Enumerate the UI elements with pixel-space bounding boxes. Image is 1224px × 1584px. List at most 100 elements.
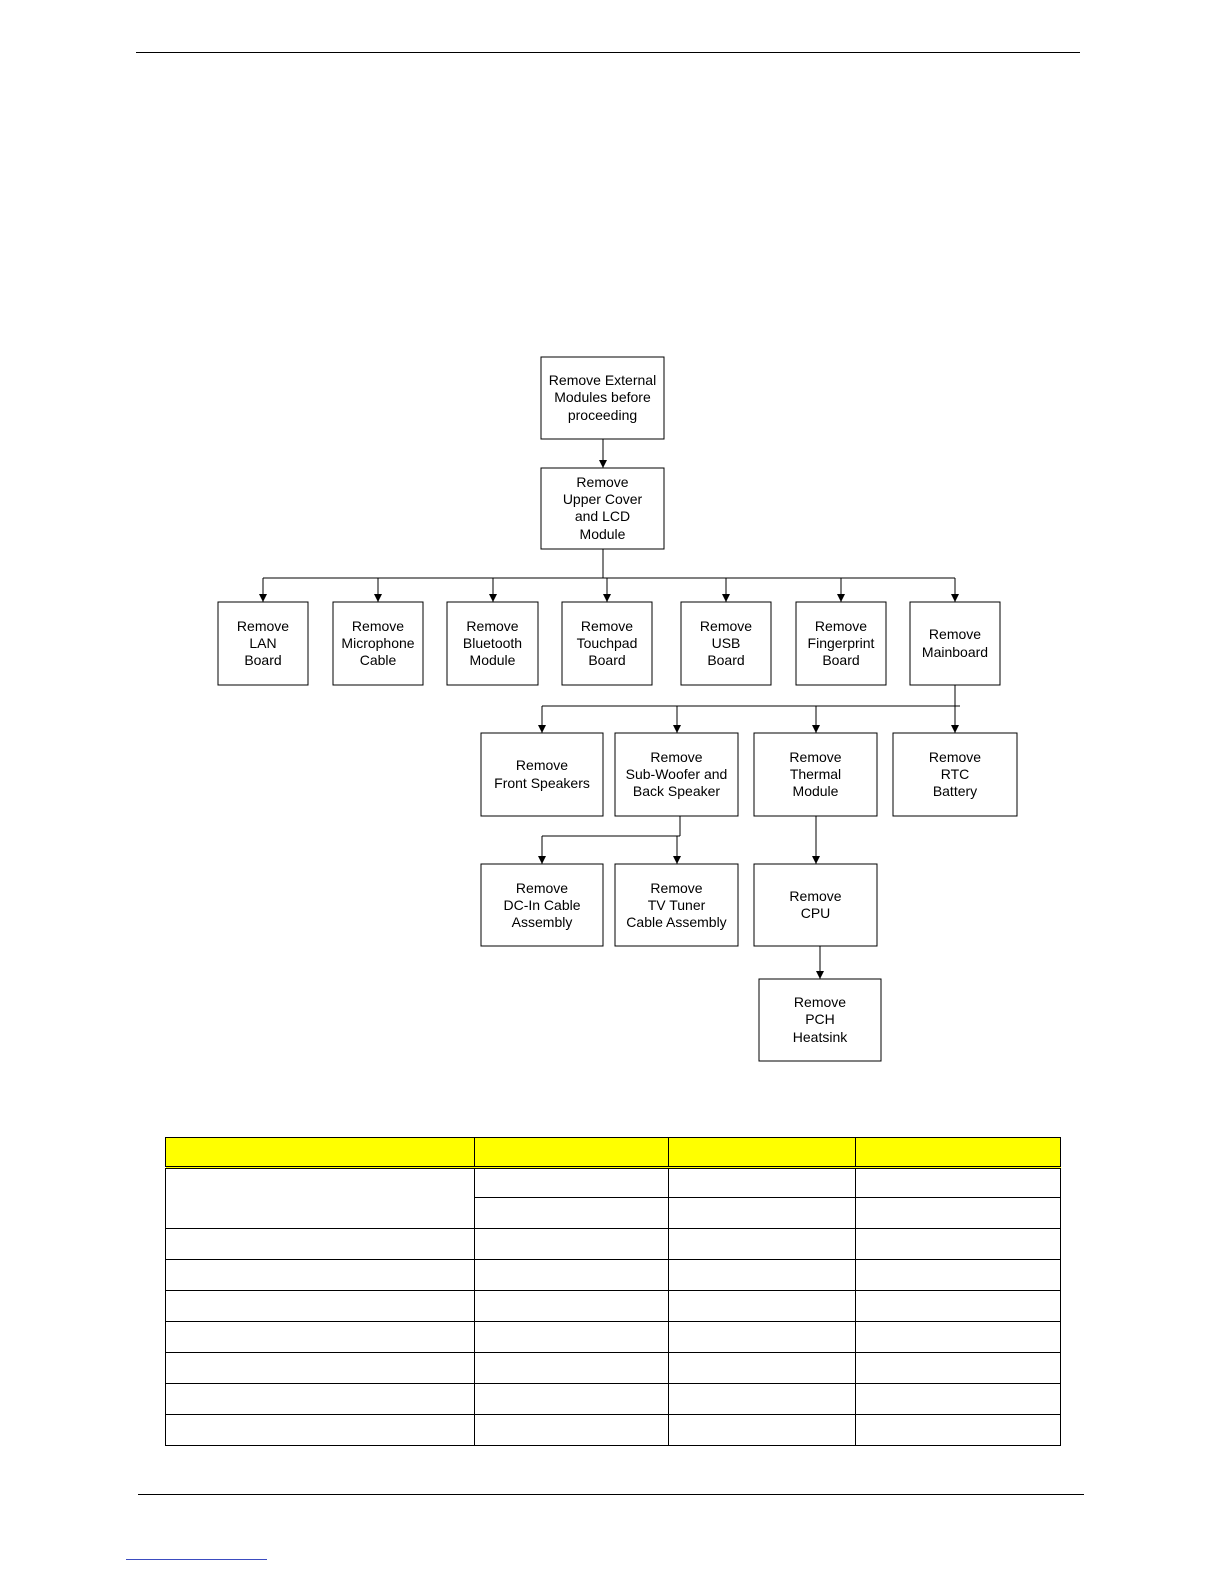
node-label-line: Modules before bbox=[554, 389, 651, 405]
flow-node-microphone-cable: Remove Microphone Cable bbox=[332, 601, 424, 686]
flow-node-bluetooth-module: Remove Bluetooth Module bbox=[446, 601, 539, 686]
table-cell bbox=[165, 1259, 475, 1291]
node-label-line: Front Speakers bbox=[494, 775, 590, 791]
node-label-line: Fingerprint bbox=[808, 635, 875, 651]
table-row bbox=[165, 1414, 1061, 1446]
flow-node-front-speakers: Remove Front Speakers bbox=[480, 732, 604, 817]
node-label-line: Bluetooth bbox=[463, 635, 522, 651]
table-row bbox=[165, 1167, 1061, 1229]
table-cell bbox=[855, 1167, 1061, 1198]
table-cell bbox=[668, 1197, 856, 1229]
flow-node-pch-heatsink: Remove PCH Heatsink bbox=[758, 978, 882, 1062]
node-label-line: Remove bbox=[650, 749, 702, 765]
node-label-line: Board bbox=[707, 652, 744, 668]
node-label-line: Module bbox=[793, 783, 839, 799]
node-label-line: Remove bbox=[237, 618, 289, 634]
node-label-line: Mainboard bbox=[922, 644, 988, 660]
node-label-line: Back Speaker bbox=[633, 783, 720, 799]
connectors bbox=[259, 439, 960, 979]
node-label-line: Board bbox=[244, 652, 281, 668]
flow-node-rtc-battery: Remove RTC Battery bbox=[892, 732, 1018, 817]
table-cell bbox=[855, 1197, 1061, 1229]
flow-node-thermal-module: Remove Thermal Module bbox=[753, 732, 878, 817]
table-row bbox=[165, 1259, 1061, 1291]
table-cell bbox=[668, 1321, 856, 1353]
footer-link-underline[interactable] bbox=[126, 1559, 267, 1560]
node-label-line: Remove bbox=[700, 618, 752, 634]
flow-node-upper-cover-lcd: Remove Upper Cover and LCD Module bbox=[540, 467, 665, 550]
node-label-line: Remove bbox=[789, 888, 841, 904]
table-cell bbox=[165, 1352, 475, 1384]
table-cell bbox=[668, 1167, 856, 1198]
flow-node-touchpad-board: Remove Touchpad Board bbox=[561, 601, 653, 686]
flow-node-dc-in-cable-assembly: Remove DC-In Cable Assembly bbox=[480, 863, 604, 947]
table-cell bbox=[668, 1228, 856, 1260]
node-label-line: TV Tuner bbox=[648, 897, 706, 913]
node-label-line: Cable bbox=[360, 652, 397, 668]
table-cell bbox=[165, 1321, 475, 1353]
node-label-line: Thermal bbox=[790, 766, 841, 782]
flow-node-cpu: Remove CPU bbox=[753, 863, 878, 947]
table-cell bbox=[855, 1321, 1061, 1353]
table-cell bbox=[165, 1167, 475, 1229]
node-label-line: USB bbox=[712, 635, 741, 651]
table-cell bbox=[474, 1228, 669, 1260]
node-label-line: PCH bbox=[805, 1011, 835, 1027]
node-label-line: Module bbox=[470, 652, 516, 668]
flow-node-external-modules: Remove External Modules before proceedin… bbox=[540, 356, 665, 440]
table-header-cell bbox=[165, 1137, 475, 1169]
table-cell bbox=[474, 1352, 669, 1384]
table-cell bbox=[474, 1197, 669, 1229]
node-label-line: Remove bbox=[929, 749, 981, 765]
table-header-row bbox=[165, 1137, 1061, 1169]
flow-node-fingerprint-board: Remove Fingerprint Board bbox=[795, 601, 887, 686]
node-label-line: Remove bbox=[581, 618, 633, 634]
node-label-line: Board bbox=[588, 652, 625, 668]
node-label-line: Remove bbox=[352, 618, 404, 634]
node-label-line: Remove bbox=[789, 749, 841, 765]
table-cell bbox=[855, 1352, 1061, 1384]
table-cell bbox=[668, 1352, 856, 1384]
flow-node-tv-tuner-cable-assembly: Remove TV Tuner Cable Assembly bbox=[614, 863, 739, 947]
node-label-line: Board bbox=[822, 652, 859, 668]
node-label-line: RTC bbox=[941, 766, 970, 782]
node-label-line: Battery bbox=[933, 783, 977, 799]
node-label-line: Remove bbox=[576, 474, 628, 490]
flow-node-mainboard: Remove Mainboard bbox=[909, 601, 1001, 686]
table-cell bbox=[668, 1259, 856, 1291]
node-label-line: Remove bbox=[929, 626, 981, 642]
flow-node-sub-woofer-back-speaker: Remove Sub-Woofer and Back Speaker bbox=[614, 732, 739, 817]
table-cell bbox=[474, 1259, 669, 1291]
table-row bbox=[165, 1383, 1061, 1415]
table-header-cell bbox=[474, 1137, 669, 1169]
node-label-line: Sub-Woofer and bbox=[626, 766, 728, 782]
table-row bbox=[165, 1352, 1061, 1384]
table-row bbox=[165, 1228, 1061, 1260]
table-cell bbox=[474, 1321, 669, 1353]
node-label-line: Remove bbox=[516, 757, 568, 773]
table-cell bbox=[474, 1383, 669, 1415]
node-label-line: Upper Cover bbox=[563, 491, 643, 507]
table-cell bbox=[165, 1228, 475, 1260]
screw-list-table bbox=[165, 1137, 1061, 1446]
table-cell bbox=[855, 1383, 1061, 1415]
node-label-line: Module bbox=[580, 526, 626, 542]
table-cell bbox=[855, 1259, 1061, 1291]
table-cell bbox=[855, 1228, 1061, 1260]
node-label-line: Touchpad bbox=[577, 635, 638, 651]
flow-node-usb-board: Remove USB Board bbox=[680, 601, 772, 686]
table-cell bbox=[668, 1383, 856, 1415]
node-label-line: LAN bbox=[249, 635, 276, 651]
table-row bbox=[165, 1290, 1061, 1322]
node-label-line: Remove bbox=[794, 994, 846, 1010]
node-label-line: DC-In Cable bbox=[503, 897, 580, 913]
table-cell bbox=[668, 1290, 856, 1322]
table-cell bbox=[855, 1414, 1061, 1446]
table-cell bbox=[474, 1290, 669, 1322]
node-label-line: proceeding bbox=[568, 407, 637, 423]
table-cell bbox=[165, 1290, 475, 1322]
table-header-cell bbox=[668, 1137, 856, 1169]
node-label-line: Assembly bbox=[512, 914, 573, 930]
header-rule bbox=[136, 52, 1080, 53]
